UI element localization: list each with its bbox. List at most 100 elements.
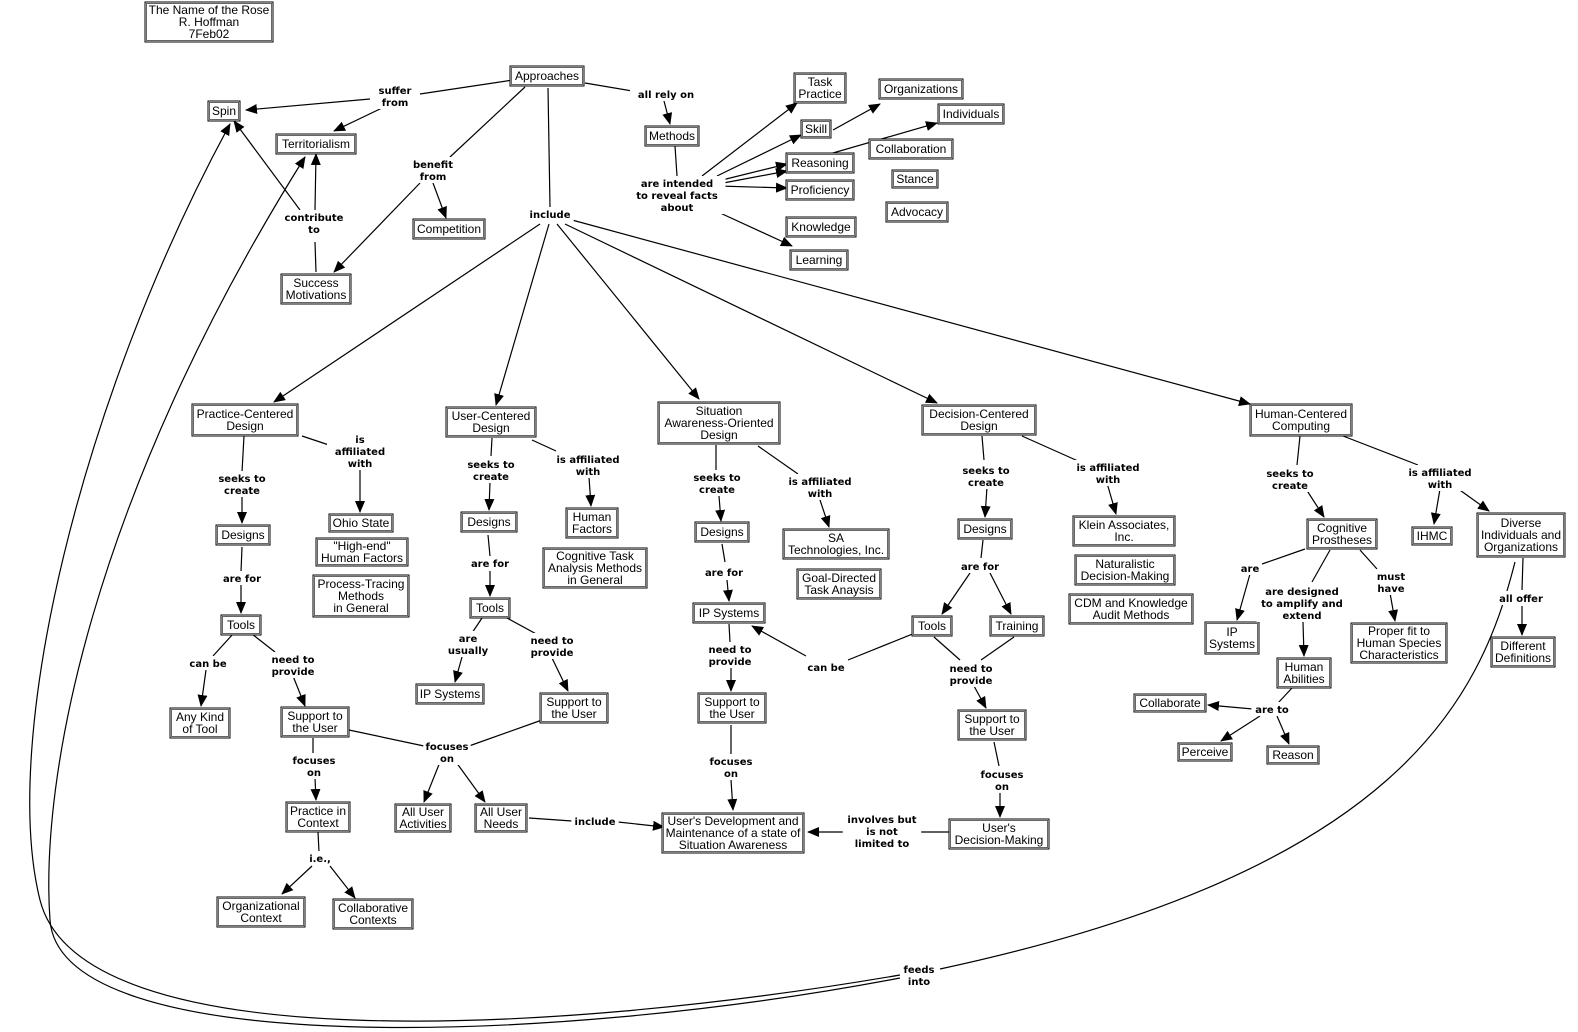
node-saod-designs[interactable]: Designs [694, 521, 750, 543]
edge-cog-amplify [1311, 549, 1331, 583]
node-dcd-training[interactable]: Training [989, 615, 1045, 637]
node-saod-ip[interactable]: IP Systems [692, 602, 766, 624]
svg-text:are: are [1241, 564, 1260, 575]
node-skill[interactable]: Skill [800, 119, 832, 139]
edge-hcc-affiliated [1342, 435, 1419, 466]
node-ohio-state[interactable]: Ohio State [328, 513, 394, 533]
node-approaches[interactable]: Approaches [509, 65, 585, 87]
node-pcd-designs[interactable]: Designs [215, 524, 271, 546]
edge-focuses-activities [423, 761, 441, 803]
edge-usually-ip [453, 656, 463, 683]
node-reasoning[interactable]: Reasoning [785, 152, 855, 174]
edge-abilities-areto [1277, 687, 1293, 704]
node-ihmc[interactable]: IHMC [1411, 526, 1453, 546]
edge-designs3-arefor [721, 543, 726, 563]
node-collaboration[interactable]: Collaboration [868, 138, 954, 160]
edge-cog-musthave [1359, 549, 1378, 570]
node-knowledge[interactable]: Knowledge [785, 216, 857, 238]
node-perceive[interactable]: Perceive [1177, 742, 1233, 762]
edge-affiliated-klein [1106, 482, 1118, 515]
node-ucd-ip[interactable]: IP Systems [415, 683, 485, 705]
link-can-be2: can be [805, 660, 847, 674]
node-learning[interactable]: Learning [789, 249, 849, 271]
node-reason[interactable]: Reason [1266, 745, 1320, 765]
node-ucd-tools[interactable]: Tools [469, 597, 511, 619]
node-high-end-hf[interactable]: "High-end"Human Factors [315, 537, 409, 567]
edge-focuses-sa [727, 779, 738, 811]
edge-include-ucd [494, 223, 550, 406]
svg-text:are for: are for [705, 568, 743, 579]
edge-approaches-benefit [449, 86, 526, 158]
edge-ie-org [281, 865, 313, 895]
node-collaborate[interactable]: Collaborate [1133, 693, 1207, 713]
svg-text:Advocacy: Advocacy [891, 205, 943, 219]
node-pcd-tools[interactable]: Tools [220, 614, 262, 636]
node-competition[interactable]: Competition [412, 218, 486, 240]
node-organizations[interactable]: Organizations [878, 78, 964, 100]
svg-text:IP Systems: IP Systems [699, 606, 759, 620]
node-spin[interactable]: Spin [207, 100, 241, 122]
edge-areto-reason [1276, 715, 1290, 745]
node-advocacy[interactable]: Advocacy [885, 201, 949, 223]
node-individuals[interactable]: Individuals [937, 103, 1005, 125]
node-methods[interactable]: Methods [644, 125, 700, 147]
node-dcd-tools[interactable]: Tools [911, 615, 953, 637]
edge-tools1-need [251, 633, 276, 653]
edge-need-support2 [550, 655, 569, 692]
svg-text:Skill: Skill [805, 122, 827, 136]
node-dcd-designs[interactable]: Designs [957, 518, 1013, 540]
link-pcd-can-be: can be [187, 656, 229, 670]
edge-diverse-alloffer [1521, 557, 1524, 591]
node-ucd-designs[interactable]: Designs [460, 511, 518, 533]
node-stance[interactable]: Stance [891, 169, 939, 189]
node-territorialism[interactable]: Territorialism [275, 133, 357, 155]
node-proficiency[interactable]: Proficiency [785, 179, 855, 201]
node-klein[interactable]: Klein Associates,Inc. [1072, 515, 1176, 547]
edge-canbe-any [197, 669, 208, 707]
svg-text:i.e.,: i.e., [309, 854, 331, 865]
